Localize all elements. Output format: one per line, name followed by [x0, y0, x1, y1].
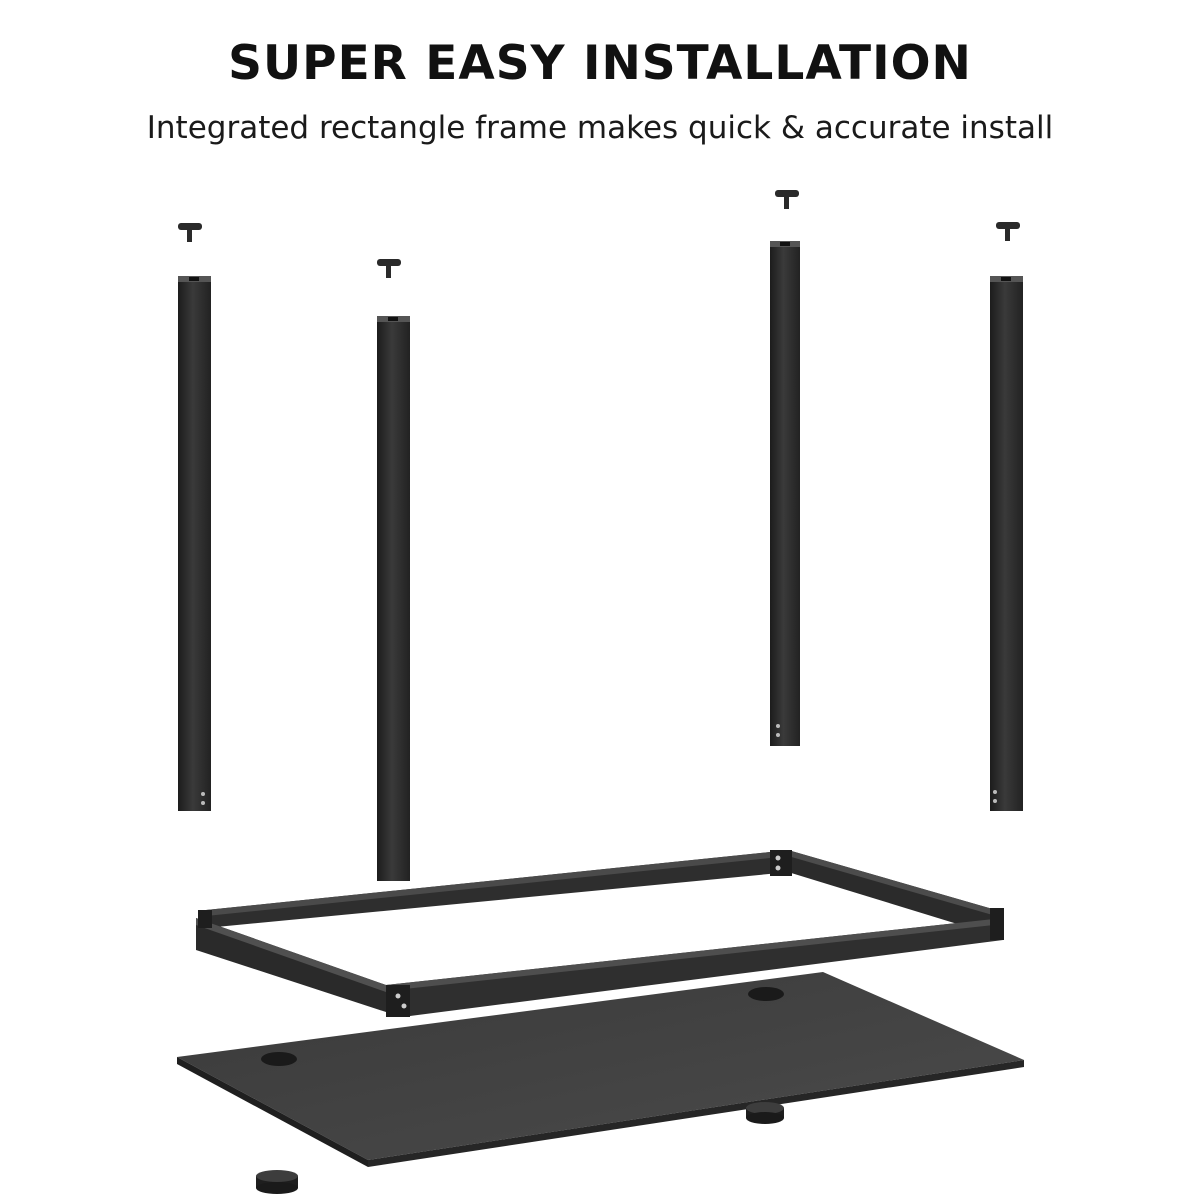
leveling-foot [377, 259, 401, 278]
rectangle-frame [196, 850, 1004, 1017]
leveling-foot [996, 222, 1020, 241]
headline: SUPER EASY INSTALLATION [228, 36, 972, 91]
table-leg [377, 316, 410, 881]
grommet-hole [748, 987, 784, 1001]
desktop-panel [177, 972, 1024, 1167]
grommet-cap [746, 1102, 784, 1124]
table-leg [990, 276, 1023, 811]
grommet-hole [261, 1052, 297, 1066]
leveling-foot [775, 190, 799, 209]
table-leg [770, 241, 800, 746]
subheadline: Integrated rectangle frame makes quick &… [146, 110, 1054, 146]
table-leg [178, 276, 211, 811]
grommet-cap [256, 1170, 298, 1194]
leveling-foot [178, 223, 202, 242]
